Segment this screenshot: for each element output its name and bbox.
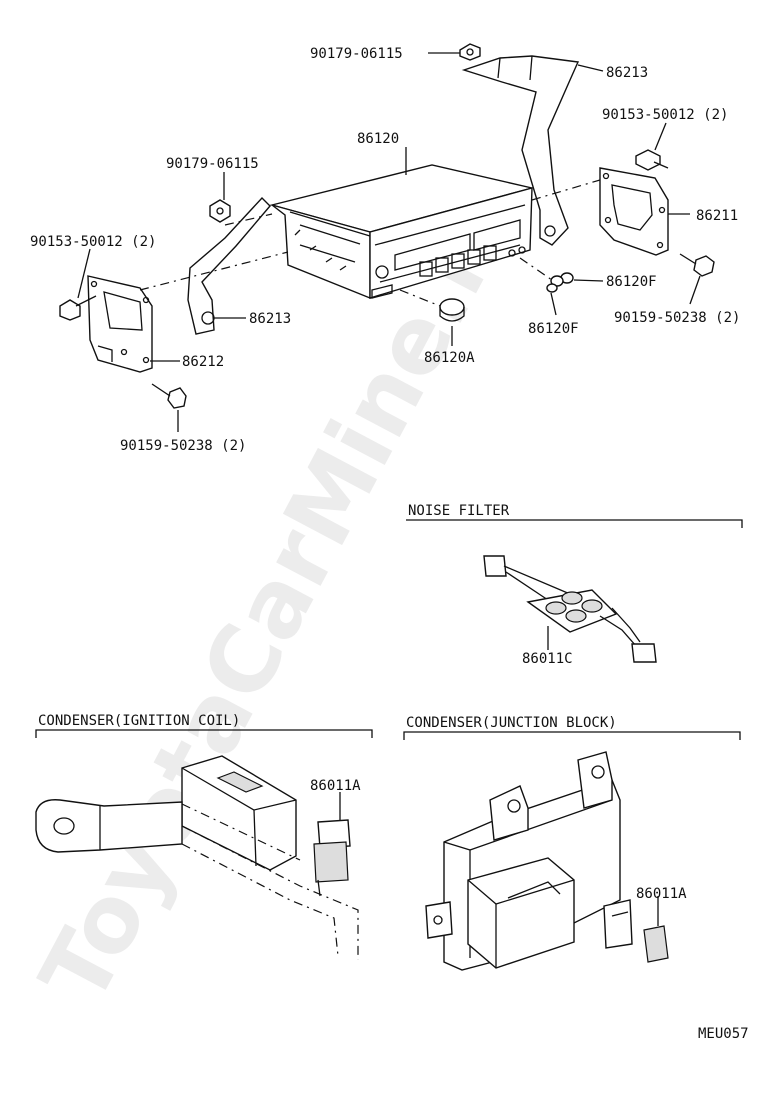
- nut-90179-top: [459, 43, 481, 61]
- label-90159-50238-right: 90159-50238 (2): [614, 310, 740, 326]
- label-86213-left: 86213: [249, 311, 291, 327]
- label-86120F-a: 86120F: [606, 274, 657, 290]
- label-90179-06115-left: 90179-06115: [166, 156, 259, 172]
- bracket-86213-top: [461, 55, 580, 246]
- label-90153-50012-left: 90153-50012 (2): [30, 234, 156, 250]
- noise-filter-section: NOISE FILTER 86011C: [406, 503, 743, 667]
- radio-receiver-assembly: [269, 164, 533, 300]
- alignment-lines: [139, 179, 601, 307]
- label-86120A: 86120A: [424, 350, 475, 366]
- bracket-86211-right: [599, 167, 669, 256]
- bolt-90153-right: [635, 149, 669, 171]
- label-86120F-b: 86120F: [528, 321, 579, 337]
- label-86011C: 86011C: [522, 651, 573, 667]
- knobs-86120F: [546, 272, 574, 293]
- condenser-junction-section: CONDENSER(JUNCTION BLOCK) 86011A: [403, 715, 741, 971]
- section-title-condenser-junction: CONDENSER(JUNCTION BLOCK): [406, 715, 617, 731]
- knob-86120A: [439, 298, 465, 322]
- label-86211: 86211: [696, 208, 738, 224]
- label-90159-50238-left: 90159-50238 (2): [120, 438, 246, 454]
- bolt-90159-right: [679, 253, 715, 277]
- label-90153-50012-right: 90153-50012 (2): [602, 107, 728, 123]
- leader-lines: [77, 52, 701, 432]
- diagram-code: MEU057: [698, 1026, 749, 1042]
- label-90179-06115-top: 90179-06115: [310, 46, 403, 62]
- section-title-condenser-ignition: CONDENSER(IGNITION COIL): [38, 713, 240, 729]
- label-86011A-right: 86011A: [636, 886, 687, 902]
- section-title-noise-filter: NOISE FILTER: [408, 503, 510, 519]
- bracket-86212-left: [87, 275, 153, 373]
- nut-90179-left: [209, 199, 231, 223]
- bolt-90153-left: [59, 295, 97, 321]
- label-86120: 86120: [357, 131, 399, 147]
- label-86213-top: 86213: [606, 65, 648, 81]
- condenser-ignition-section: CONDENSER(IGNITION COIL) 86011A: [35, 713, 373, 960]
- bolt-90159-left: [151, 383, 187, 409]
- label-86011A-left: 86011A: [310, 778, 361, 794]
- label-86212: 86212: [182, 354, 224, 370]
